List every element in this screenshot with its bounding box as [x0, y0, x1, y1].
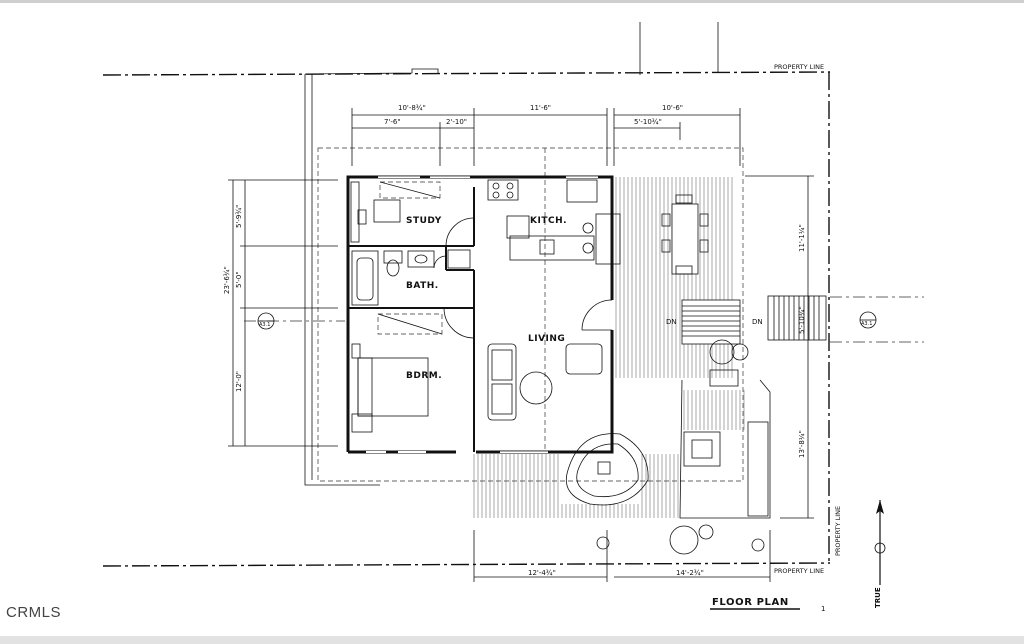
dim-top-sub-3: 5'-10¾"	[634, 118, 662, 126]
setback-lines	[317, 147, 744, 482]
drawing-title: FLOOR PLAN	[712, 597, 789, 608]
dim-top-sub-1: 7'-6"	[384, 118, 401, 126]
dim-left-overall: 23'-6¾"	[223, 266, 231, 294]
dim-bottom-2: 14'-2¾"	[676, 569, 704, 577]
stair-down-label-1: DN	[666, 318, 677, 326]
room-label-bath: BATH.	[406, 281, 439, 291]
dim-top-overall-mid: 11'-6"	[530, 104, 551, 112]
property-line-label-side: PROPERTY LINE	[834, 506, 842, 556]
bottom-edge-bar	[0, 636, 1024, 644]
room-label-living: LIVING	[528, 334, 565, 344]
dim-right-2: 5'-10¾"	[798, 306, 806, 334]
dim-right-3: 13'-8¼"	[798, 430, 806, 458]
doors	[433, 217, 613, 339]
room-label-study: STUDY	[406, 216, 442, 226]
top-edge-bar	[0, 0, 1024, 3]
deck-boards	[473, 177, 745, 518]
dim-right-1: 11'-1¼"	[798, 224, 806, 252]
north-arrow-label: TRUE	[874, 587, 882, 608]
section-ref-right: A3.1	[861, 321, 872, 327]
property-line-label-top: PROPERTY LINE	[774, 63, 824, 71]
room-label-kitchen: KITCH.	[530, 216, 567, 226]
dim-left-sub-1: 5'-9¾"	[235, 205, 243, 228]
property-line-label-bottom: PROPERTY LINE	[774, 567, 824, 575]
deck-furniture	[565, 194, 827, 555]
watermark: CRMLS	[6, 604, 62, 621]
room-labels: STUDY KITCH. BATH. LIVING BDRM.	[406, 216, 567, 381]
sheet-number: 1	[821, 605, 825, 613]
property-lines	[102, 22, 831, 567]
dim-bottom-1: 12'-4¾"	[528, 569, 556, 577]
plan-annotations: PROPERTY LINE PROPERTY LINE PROPERTY LIN…	[259, 63, 882, 613]
dimension-lines	[228, 108, 924, 610]
section-ref-left: A3.1	[259, 322, 270, 328]
stair-down-label-2: DN	[752, 318, 763, 326]
dim-top-sub-2: 2'-10"	[446, 118, 467, 126]
dim-top-overall-left: 10'-8¾"	[398, 104, 426, 112]
dim-top-overall-right: 10'-6"	[662, 104, 683, 112]
dim-left-sub-2: 5'-0"	[235, 271, 243, 288]
dim-left-sub-3: 12'-0"	[235, 371, 243, 392]
house-walls	[346, 175, 614, 454]
fixtures	[350, 179, 621, 433]
dimension-labels: 10'-8¾" 11'-6" 10'-6" 7'-6" 2'-10" 5'-10…	[223, 104, 806, 577]
room-label-bedroom: BDRM.	[406, 371, 442, 381]
